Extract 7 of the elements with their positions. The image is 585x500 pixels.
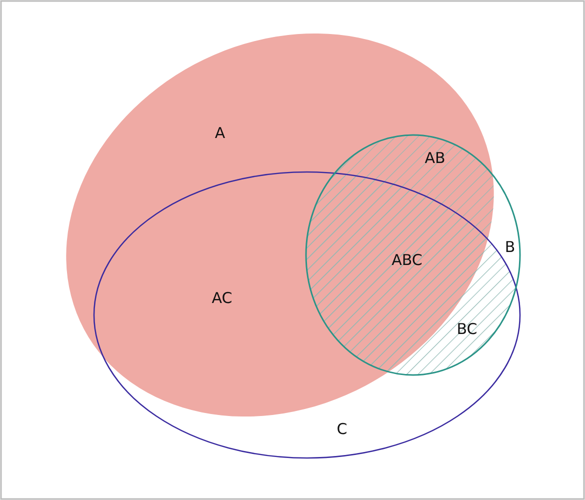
region-label: C (336, 420, 348, 438)
region-label: AB (424, 149, 446, 167)
region-label: BC (456, 320, 478, 338)
region-label: ABC (392, 251, 422, 269)
region-label: B (504, 238, 516, 256)
region-label: AC (212, 289, 232, 307)
region-label: A (214, 124, 226, 142)
